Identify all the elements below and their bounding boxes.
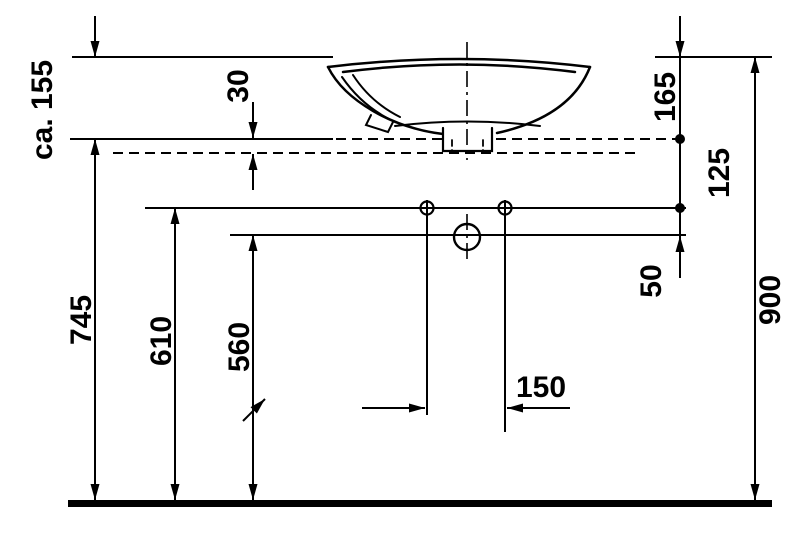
dim-label-150: 150: [516, 371, 566, 404]
basin-fill: [328, 59, 590, 134]
drain-hole: [452, 222, 482, 252]
basin-overflow-outlet: [364, 114, 394, 134]
basin-overflow-line-1: [341, 76, 394, 122]
dim-point-lower: [675, 203, 685, 213]
dim-label-125: 125: [703, 148, 736, 198]
leader-arrow-560: [242, 398, 266, 422]
dim-label-165: 165: [649, 72, 682, 122]
dim-label-745: 745: [65, 295, 98, 345]
reference-lines: [70, 56, 772, 154]
basin-rim-inner: [341, 63, 577, 74]
dimension-lines: [90, 16, 760, 500]
dimension-labels: ca. 155 30 165 125 50 900 745 610 560 15…: [26, 60, 787, 404]
basin-body-left: [326, 65, 445, 136]
basin-body-right: [495, 65, 592, 135]
dim-label-900: 900: [754, 275, 787, 325]
dim-point-upper: [675, 134, 685, 144]
level-lines: [145, 207, 686, 236]
basin-drain-hidden: [451, 139, 484, 152]
dim-label-30: 30: [222, 69, 255, 102]
basin-rim-outer: [326, 57, 592, 69]
floor-line: [68, 500, 772, 507]
dim-label-560: 560: [223, 322, 256, 372]
dim-label-50: 50: [635, 264, 668, 297]
dim-label-ca-155: ca. 155: [26, 60, 59, 160]
mounting-holes: [419, 200, 513, 432]
basin-drawing: [326, 57, 592, 153]
dim-label-610: 610: [145, 316, 178, 366]
basin-overflow-line-2: [352, 74, 401, 118]
